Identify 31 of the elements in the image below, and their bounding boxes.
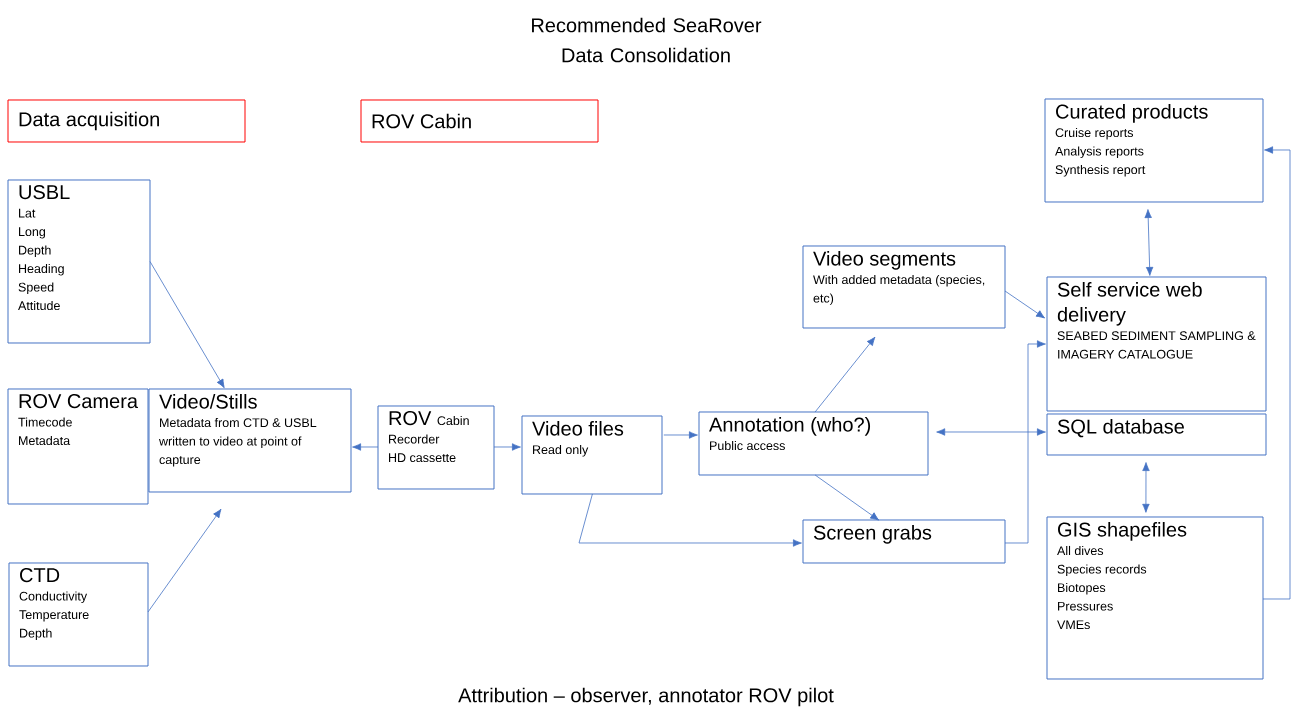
process-box: Curated products Cruise reports Analysis reports Synthesis report xyxy=(1044,98,1264,203)
arrow xyxy=(663,431,698,439)
caption: Attribution – observer, annotator ROV pilot xyxy=(458,687,834,707)
arrow xyxy=(1262,146,1291,600)
arrow xyxy=(493,443,521,451)
process-box: ROV Cabin Recorder HD cassette xyxy=(377,405,495,490)
arrow xyxy=(1004,340,1046,544)
section-box: ROV Cabin xyxy=(360,99,599,143)
process-box: USBL Lat Long Depth Heading Speed Attitude xyxy=(7,179,151,344)
arrow xyxy=(149,261,225,389)
process-box: Self service web delivery SEABED SEDIMENT SAMPLING & IMAGERY CATALOGUE xyxy=(1046,276,1267,412)
arrow xyxy=(147,508,222,613)
process-box: ROV Camera Timecode Metadata xyxy=(7,388,149,505)
arrow xyxy=(352,443,379,451)
arrow xyxy=(578,493,802,547)
process-box: SQL database xyxy=(1046,413,1267,456)
arrow xyxy=(814,474,880,521)
process-box: Annotation (who?) Public access xyxy=(698,411,929,476)
process-box: Screen grabs xyxy=(802,519,1006,564)
section-box: Data acquisition xyxy=(7,99,246,143)
arrow xyxy=(936,428,1046,436)
title: Recommended SeaRover Data Consolidation xyxy=(532,17,762,63)
process-box: Video segments With added metadata (species, etc) xyxy=(802,245,1006,329)
process-box: CTD Conductivity Temperature Depth xyxy=(8,562,149,667)
process-box: GIS shapefiles All dives Species records Biotopes Pressures VMEs xyxy=(1046,516,1264,680)
process-box: Video files Read only xyxy=(521,415,663,495)
process-box: Video/Stills Metadata from CTD & USBL written to video at point of capture xyxy=(148,388,352,493)
arrow xyxy=(814,336,876,413)
arrow xyxy=(1144,209,1154,276)
arrow xyxy=(1004,290,1045,319)
arrow xyxy=(1142,462,1150,513)
